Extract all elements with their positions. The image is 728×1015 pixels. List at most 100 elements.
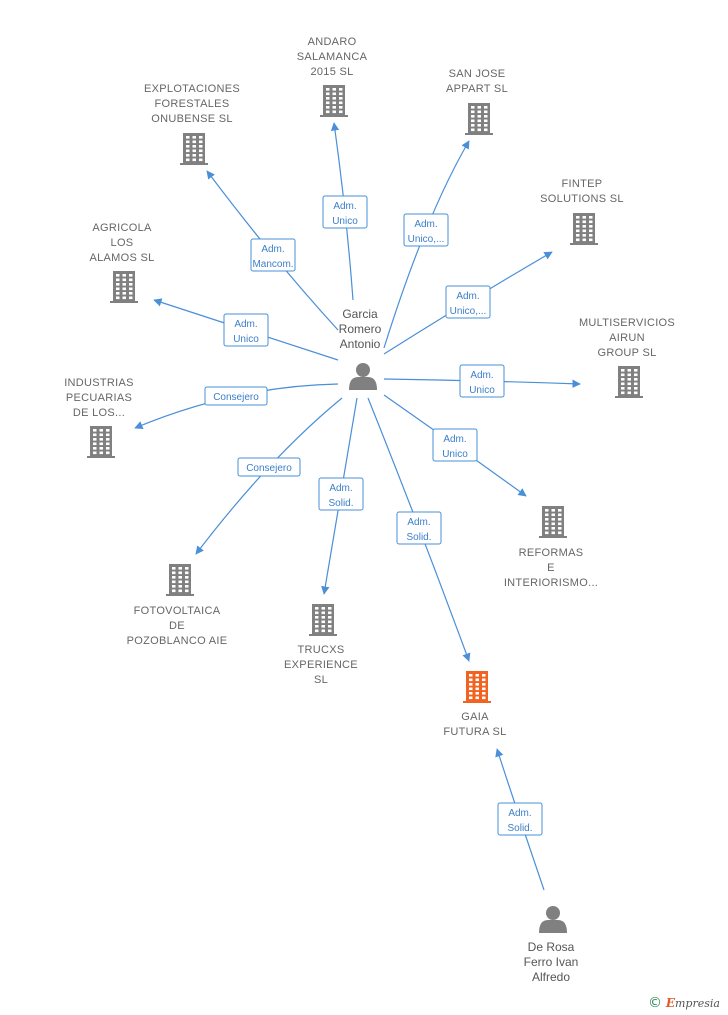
edge-garcia-gaia: Adm.Solid. bbox=[367, 397, 471, 662]
building-icon bbox=[87, 426, 115, 458]
node-sanjose[interactable]: SAN JOSE APPART SL bbox=[446, 68, 508, 135]
building-icon bbox=[180, 133, 208, 165]
relation-label-box bbox=[223, 313, 269, 347]
node-label: Romero bbox=[339, 322, 382, 336]
relation-label-box bbox=[445, 285, 491, 319]
relation-label-box bbox=[497, 802, 543, 836]
relation-label-box bbox=[432, 428, 478, 462]
node-fotovoltaica[interactable]: FOTOVOLTAICA DE POZOBLANCO AIE bbox=[127, 564, 228, 647]
brand-name: mpresia bbox=[674, 997, 720, 1010]
building-icon bbox=[570, 213, 598, 245]
node-label: ALAMOS SL bbox=[89, 252, 154, 264]
brand-initial: E bbox=[665, 996, 675, 1010]
building-icon bbox=[615, 366, 643, 398]
building-icon bbox=[309, 604, 337, 636]
relation-label-text: Unico,... bbox=[408, 234, 445, 245]
relation-label-text: Unico bbox=[233, 334, 259, 345]
relation-label[interactable]: Adm. Unico bbox=[432, 428, 478, 462]
node-label: INDUSTRIAS bbox=[64, 377, 134, 389]
relation-label-text: Unico bbox=[332, 216, 358, 227]
node-label: DE LOS... bbox=[73, 407, 125, 419]
node-label: GAIA bbox=[461, 711, 489, 723]
relation-label-text: Adm. bbox=[443, 434, 466, 445]
building-icon bbox=[110, 271, 138, 303]
node-label: SAN JOSE bbox=[449, 68, 506, 80]
node-label: FOTOVOLTAICA bbox=[134, 605, 221, 617]
node-label: APPART SL bbox=[446, 83, 508, 95]
relation-label[interactable]: Adm.Mancom. bbox=[250, 238, 296, 272]
node-label: E bbox=[547, 562, 555, 574]
node-label: EXPLOTACIONES bbox=[144, 83, 240, 95]
building-icon bbox=[166, 564, 194, 596]
relation-label-text: Consejero bbox=[213, 392, 259, 403]
relation-label-text: Unico bbox=[469, 385, 495, 396]
edge-garcia-explotaciones: Adm. Mancom. bbox=[206, 170, 339, 331]
relation-label-box bbox=[318, 477, 364, 511]
relation-label-text: Adm. bbox=[234, 319, 257, 330]
node-label: ONUBENSE SL bbox=[151, 113, 233, 125]
edge-garcia-multiservicios: Adm.Unico bbox=[383, 364, 581, 398]
node-label: Antonio bbox=[340, 337, 381, 351]
node-label: REFORMAS bbox=[519, 547, 584, 559]
relation-label-text: Mancom. bbox=[252, 259, 293, 270]
node-label: SOLUTIONS SL bbox=[540, 193, 624, 205]
relation-label-box bbox=[250, 238, 296, 272]
relation-label-text: Solid. bbox=[328, 498, 353, 509]
node-label: FINTEP bbox=[562, 178, 603, 190]
relation-label[interactable]: Adm.Solid. bbox=[497, 802, 543, 836]
relation-label[interactable]: Adm.Unico bbox=[459, 364, 505, 398]
relation-label-text: Adm. bbox=[414, 219, 437, 230]
node-label: Garcia bbox=[342, 307, 378, 321]
node-label: SL bbox=[314, 674, 328, 686]
node-fintep[interactable]: FINTEP SOLUTIONS SL bbox=[540, 178, 624, 245]
node-label: AGRICOLA bbox=[92, 222, 152, 234]
building-icon bbox=[465, 103, 493, 135]
building-icon bbox=[320, 85, 348, 117]
node-explotaciones[interactable]: EXPLOTACIONES FORESTALES ONUBENSE SL bbox=[144, 83, 240, 165]
edge-garcia-industrias: Consejero bbox=[134, 383, 339, 429]
node-label: SALAMANCA bbox=[297, 51, 368, 63]
relation-label-text: Unico bbox=[442, 449, 468, 460]
node-label: DE bbox=[169, 620, 185, 632]
relation-label-box bbox=[403, 213, 449, 247]
node-reformas[interactable]: REFORMASEINTERIORISMO... bbox=[504, 506, 598, 589]
relation-label[interactable]: Consejero bbox=[204, 386, 268, 406]
node-label: FORESTALES bbox=[155, 98, 230, 110]
relation-label[interactable]: Adm.Unico,... bbox=[445, 285, 491, 319]
relation-label-box bbox=[322, 195, 368, 229]
edge-garcia-agricola: Adm. Unico bbox=[153, 298, 339, 361]
relation-label[interactable]: Adm.Solid. bbox=[318, 477, 364, 511]
node-industrias[interactable]: INDUSTRIAS PECUARIAS DE LOS... bbox=[64, 377, 134, 458]
relation-label-text: Adm. bbox=[456, 291, 479, 302]
edge-derosa-gaia: Adm.Solid. bbox=[495, 748, 545, 891]
edge-garcia-reformas: Adm. Unico bbox=[383, 394, 527, 497]
node-label: PECUARIAS bbox=[66, 392, 132, 404]
relation-label-text: Consejero bbox=[246, 463, 292, 474]
relation-label[interactable]: Adm.Unico bbox=[322, 195, 368, 229]
copyright-symbol: © bbox=[648, 995, 662, 1011]
node-label: 2015 SL bbox=[310, 66, 353, 78]
relation-label[interactable]: Consejero bbox=[237, 457, 301, 477]
building-icon bbox=[463, 671, 491, 703]
relation-label[interactable]: Adm. Unico,... bbox=[403, 213, 449, 247]
relation-label[interactable]: Adm.Solid. bbox=[396, 511, 442, 545]
relation-label-text: Adm. bbox=[407, 517, 430, 528]
edge-garcia-sanjose: Adm. Unico,... bbox=[383, 140, 470, 349]
node-label: AIRUN bbox=[609, 332, 645, 344]
relation-label-text: Adm. bbox=[508, 808, 531, 819]
relation-label[interactable]: Adm. Unico bbox=[223, 313, 269, 347]
node-label: De Rosa bbox=[528, 940, 575, 954]
person-icon bbox=[349, 363, 377, 390]
node-label: POZOBLANCO AIE bbox=[127, 635, 228, 647]
node-label: Ferro Ivan bbox=[524, 955, 579, 969]
edge-garcia-andaro: Adm.Unico bbox=[322, 122, 368, 301]
